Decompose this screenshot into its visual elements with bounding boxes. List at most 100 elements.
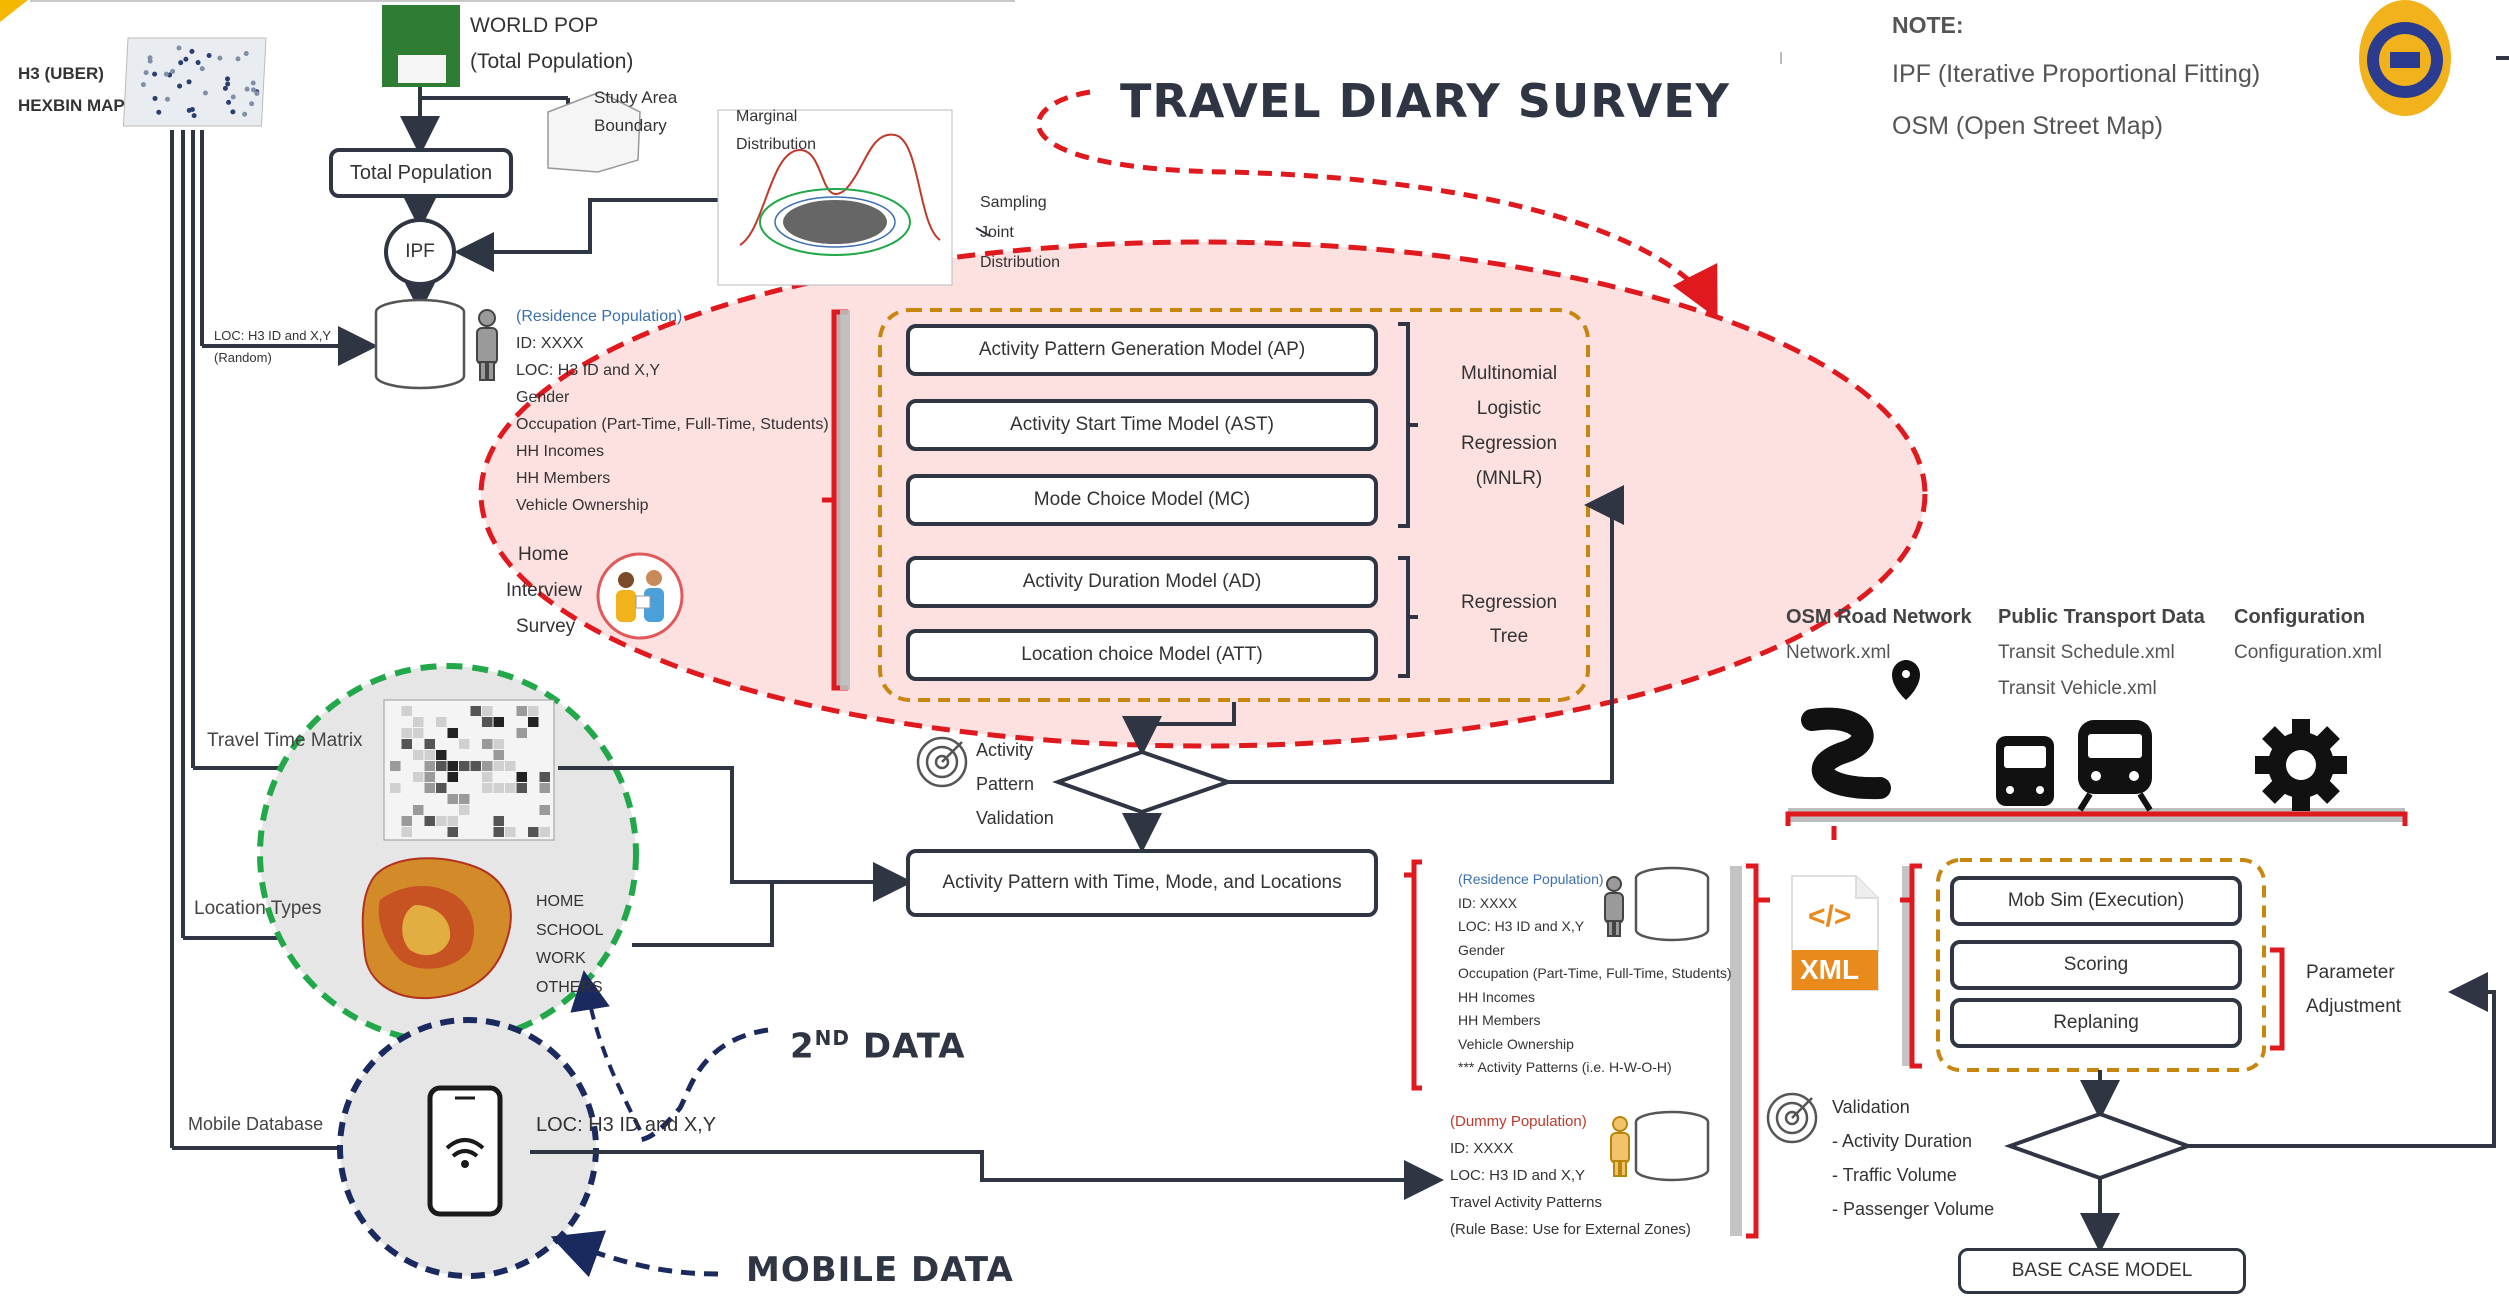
- note-ipf: IPF (Iterative Proportional Fitting): [1892, 60, 2261, 88]
- sim-group-border: [1936, 858, 2266, 1072]
- pt-file2: Transit Vehicle.xml: [1998, 678, 2157, 699]
- config-file: Configuration.xml: [2234, 642, 2382, 663]
- mnlr-label-3: Regression: [1460, 433, 1558, 454]
- second-data-rest: DATA: [850, 1026, 966, 1067]
- bus-icon: [1996, 736, 2054, 806]
- mobile-loc-label: LOC: H3 ID and X,Y: [536, 1114, 717, 1136]
- validation-title: Validation: [1832, 1097, 1910, 1117]
- tree-label-1: Regression: [1460, 592, 1558, 613]
- residence-attributes-list: (Residence Population) ID: XXXX LOC: H3 …: [516, 303, 829, 519]
- marginal-distribution-plot: [717, 109, 953, 286]
- person-icon-2: [1604, 876, 1624, 937]
- location-types-label: Location Types: [194, 898, 322, 919]
- loc-home: HOME: [536, 893, 584, 910]
- loc-others: OTHERS: [536, 978, 603, 996]
- dummy-travel-patterns: Travel Activity Patterns: [1450, 1194, 1602, 1211]
- gear-icon: [2255, 719, 2347, 811]
- h3-label-line2: HEXBIN MAP: [18, 96, 125, 115]
- dummy-id: ID: XXXX: [1450, 1140, 1514, 1157]
- mobile-database-label: Mobile Database: [188, 1114, 324, 1134]
- attr2-loc: LOC: H3 ID and X,Y: [1458, 918, 1585, 934]
- ipf-node: IPF: [384, 218, 456, 286]
- pt-file1: Transit Schedule.xml: [1998, 642, 2175, 663]
- mnlr-label-4: (MNLR): [1475, 468, 1543, 489]
- worldpop-line1: WORLD POP: [470, 14, 599, 37]
- activity-pattern-output-box: Activity Pattern with Time, Mode, and Lo…: [906, 849, 1378, 917]
- dummy-title: (Dummy Population): [1450, 1113, 1587, 1130]
- residence-database-icon: [374, 298, 466, 390]
- attr-hh-members: HH Members: [516, 470, 611, 487]
- residence-attributes-list-2: (Residence Population) ID: XXXX LOC: H3 …: [1458, 868, 1732, 1080]
- home-interview-line2: Interview: [506, 580, 583, 601]
- model-ad-box: Activity Duration Model (AD): [906, 556, 1378, 608]
- xml-file-icon: [1791, 875, 1879, 991]
- scoring-box: Scoring: [1950, 940, 2242, 990]
- activity-validation-diamond: [1052, 749, 1235, 815]
- smartphone-icon: [427, 1085, 503, 1217]
- travel-diary-title: TRAVEL DIARY SURVEY: [1120, 74, 1730, 128]
- loc-work: WORK: [536, 950, 586, 967]
- train-icon: [2077, 720, 2153, 812]
- h3-hexbin-map-thumbnail: [122, 37, 267, 127]
- validation-traffic-volume: - Traffic Volume: [1832, 1165, 1957, 1185]
- second-data-title: 2ND DATA: [790, 1026, 966, 1066]
- road-icon: [1801, 660, 1920, 800]
- marginal-line1: Marginal: [736, 108, 798, 125]
- osm-title: OSM Road Network: [1786, 606, 1972, 628]
- attr-vehicle: Vehicle Ownership: [516, 497, 649, 514]
- param-adjust-line2: Adjustment: [2306, 996, 2402, 1017]
- residence-title-2: (Residence Population): [1458, 871, 1604, 887]
- tree-label: Regression Tree: [1424, 586, 1594, 654]
- xml-code-glyph: </>: [1808, 900, 1852, 933]
- validation-list: Validation - Activity Duration - Traffic…: [1832, 1090, 1994, 1226]
- activity-validation-line2: Pattern: [976, 774, 1035, 794]
- target-icon: [916, 736, 968, 788]
- worldpop-thumbnail: [382, 5, 460, 87]
- validation-passenger-volume: - Passenger Volume: [1832, 1199, 1995, 1219]
- sampling-line2: Joint: [980, 224, 1014, 241]
- dummy-loc: LOC: H3 ID and X,Y: [1450, 1167, 1586, 1184]
- attr2-vehicle: Vehicle Ownership: [1458, 1035, 1574, 1052]
- attr2-hh-incomes: HH Incomes: [1458, 988, 1536, 1005]
- residence-title: (Residence Population): [516, 308, 683, 325]
- attr-occupation: Occupation (Part-Time, Full-Time, Studen…: [516, 416, 829, 433]
- mnlr-label-1: Multinomial: [1460, 363, 1558, 384]
- sampling-line1: Sampling: [980, 194, 1047, 211]
- second-data-sup: ND: [814, 1026, 851, 1050]
- dummy-database-icon: [1634, 1110, 1710, 1182]
- activity-validation-line1: Activity: [976, 740, 1034, 760]
- mob-sim-box: Mob Sim (Execution): [1950, 876, 2242, 926]
- dummy-attributes-list: (Dummy Population) ID: XXXX LOC: H3 ID a…: [1450, 1108, 1691, 1243]
- university-seal-logo: [2359, 0, 2451, 116]
- attr-loc: LOC: H3 ID and X,Y: [516, 362, 661, 379]
- loc-random-line2: (Random): [214, 350, 272, 365]
- model-att-box: Location choice Model (ATT): [906, 629, 1378, 681]
- attr-gender: Gender: [516, 389, 570, 406]
- osm-file: Network.xml: [1786, 642, 1891, 663]
- attr2-id: ID: XXXX: [1458, 894, 1518, 911]
- survey-arrow: [1035, 89, 1718, 319]
- dummy-person-icon: [1610, 1116, 1630, 1177]
- second-data-number: 2: [790, 1026, 815, 1067]
- person-icon: [476, 309, 498, 381]
- residence-database-icon-2: [1634, 866, 1710, 942]
- loc-school: SCHOOL: [536, 921, 604, 939]
- dummy-rule-base: (Rule Base: Use for External Zones): [1450, 1221, 1691, 1238]
- travel-time-matrix-label: Travel Time Matrix: [207, 730, 363, 751]
- home-interview-line1: Home: [518, 544, 569, 565]
- replaning-box: Replaning: [1950, 998, 2242, 1048]
- study-area-line1: Study Area: [594, 88, 678, 107]
- mobile-data-title: MOBILE DATA: [746, 1250, 1014, 1290]
- marginal-line2: Distribution: [736, 136, 817, 153]
- mnlr-label: Multinomial Logistic Regression (MNLR): [1424, 356, 1594, 496]
- model-ast-box: Activity Start Time Model (AST): [906, 399, 1378, 451]
- model-mc-box: Mode Choice Model (MC): [906, 474, 1378, 526]
- pt-title: Public Transport Data: [1998, 606, 2205, 628]
- base-case-model-box: BASE CASE MODEL: [1958, 1248, 2246, 1294]
- corner-decoration: [0, 0, 28, 22]
- worldpop-line2: (Total Population): [470, 50, 634, 73]
- activity-validation-line3: Validation: [976, 808, 1054, 828]
- param-adjust-line1: Parameter: [2306, 962, 2395, 983]
- model-ap-box: Activity Pattern Generation Model (AP): [906, 324, 1378, 376]
- total-population-box: Total Population: [329, 148, 513, 198]
